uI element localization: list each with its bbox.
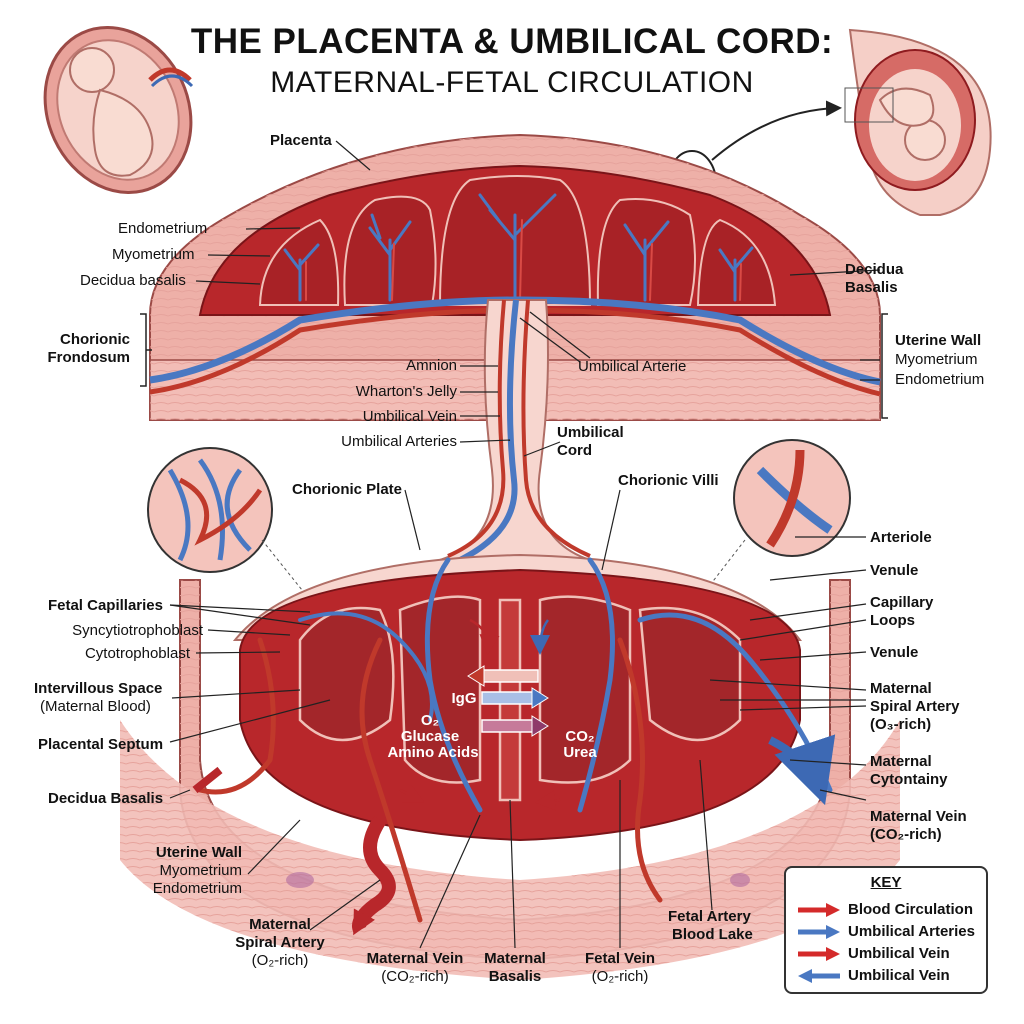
leader-lines xyxy=(169,140,881,949)
label-umbilical-arterie: Umbilical Arterie xyxy=(578,358,687,375)
label-chorionic-villi: Chorionic Villi xyxy=(618,472,719,489)
exchange-amino-acids: Amino Acids xyxy=(387,744,479,761)
label-syncytiotrophoblast: Syncytiotrophoblast xyxy=(72,622,203,639)
legend-item-umbilical-vein-blue: Umbilical Vein xyxy=(796,966,986,986)
label-fetal-artery-1: Fetal Artery xyxy=(668,908,751,925)
label-maternal-spiral-right-3: (O₃-rich) xyxy=(870,716,932,733)
diagram-title: THE PLACENTA & UMBILICAL CORD: xyxy=(190,22,834,61)
label-maternal-cyto-2: Cytontainy xyxy=(870,771,948,788)
label-umbilical-arteries: Umbilical Arteries xyxy=(341,433,457,450)
label-fetal-vein-1: Fetal Vein xyxy=(584,950,656,967)
label-endometrium: Endometrium xyxy=(118,220,208,237)
label-uterine-wall-left-2: Myometrium xyxy=(159,862,242,879)
label-fetal-artery-2: Blood Lake xyxy=(672,926,753,943)
label-maternal-spiral-right-1: Maternal xyxy=(870,680,932,697)
label-uterine-wall-left-1: Uterine Wall xyxy=(155,844,242,861)
label-chorionic-plate: Chorionic Plate xyxy=(292,481,403,498)
label-maternal-cyto-1: Maternal xyxy=(870,753,932,770)
pregnant-silhouette-inset-right xyxy=(844,28,992,216)
exchange-arrows xyxy=(467,665,549,737)
label-maternal-basalis-2: Basalis xyxy=(488,968,542,985)
label-whartons-jelly: Wharton's Jelly xyxy=(355,383,457,400)
label-umbilical-cord-2: Cord xyxy=(557,442,592,459)
exchange-urea: Urea xyxy=(563,744,597,761)
label-placenta: Placenta xyxy=(270,132,332,149)
label-myometrium: Myometrium xyxy=(112,246,195,263)
arrow-right-red-icon xyxy=(798,947,840,961)
lower-placenta-section xyxy=(120,553,900,980)
legend-title: KEY xyxy=(870,874,902,891)
upper-placenta-section xyxy=(140,133,888,421)
label-intervillous-space-1: Intervillous Space xyxy=(34,680,163,697)
label-amnion: Amnion xyxy=(406,357,457,374)
label-umbilical-cord-1: Umbilical xyxy=(557,424,624,441)
label-maternal-vein-right-2: (CO₂-rich) xyxy=(870,826,942,843)
label-venule-2: Venule xyxy=(870,644,919,661)
arrow-right-red-icon xyxy=(798,903,840,917)
legend-item-blood-circulation: Blood Circulation xyxy=(796,900,986,920)
diagram-subtitle: MATERNAL-FETAL CIRCULATION xyxy=(270,66,754,99)
label-maternal-vein-bottom-2: (CO₂-rich) xyxy=(381,968,449,985)
label-maternal-spiral-bottom-1: Maternal xyxy=(249,916,311,933)
label-fetal-vein-2: (O₂-rich) xyxy=(591,968,649,985)
label-decidua-basalis-left: Decidua basalis xyxy=(80,272,186,289)
label-decidua-basalis-low: Decidua Basalis xyxy=(48,790,164,807)
label-chorionic-frondosum-1: Chorionic xyxy=(60,331,130,348)
label-placental-septum: Placental Septum xyxy=(38,736,164,753)
label-capillary-loops-2: Loops xyxy=(870,612,915,629)
label-maternal-vein-right-1: Maternal Vein xyxy=(870,808,967,825)
magnified-arteriole-right xyxy=(709,439,851,586)
arrow-left-blue-icon xyxy=(798,969,840,983)
legend-item-umbilical-vein-red: Umbilical Vein xyxy=(796,944,986,964)
exchange-o2: O₂ xyxy=(420,712,440,729)
label-myometrium-right: Myometrium xyxy=(895,351,978,368)
fetus-in-uterus-inset-left xyxy=(43,25,194,195)
label-uterine-wall-right: Uterine Wall xyxy=(895,332,982,349)
exchange-glucose: Glucase xyxy=(400,728,460,745)
label-intervillous-space-2: (Maternal Blood) xyxy=(40,698,151,715)
label-cytotrophoblast: Cytotrophoblast xyxy=(84,645,190,662)
label-endometrium-right: Endometrium xyxy=(895,371,985,388)
label-chorionic-frondosum-2: Frondosum xyxy=(47,349,131,366)
exchange-co2: CO₂ xyxy=(565,728,595,745)
label-maternal-vein-bottom-1: Maternal Vein xyxy=(366,950,464,967)
label-maternal-basalis-1: Maternal xyxy=(484,950,546,967)
label-fetal-capillaries: Fetal Capillaries xyxy=(47,597,163,614)
arrow-right-blue-icon xyxy=(798,925,840,939)
label-maternal-spiral-bottom-3: (O₂-rich) xyxy=(251,952,309,969)
label-arteriole: Arteriole xyxy=(870,529,932,546)
magnified-capillary-left xyxy=(147,447,311,601)
label-venule-1: Venule xyxy=(870,562,919,579)
label-decidua-basalis-right-1: Decidua xyxy=(845,261,904,278)
label-maternal-spiral-right-2: Spiral Artery xyxy=(870,698,960,715)
label-umbilical-vein: Umbilical Vein xyxy=(362,408,457,425)
zoom-arrow xyxy=(711,100,842,161)
label-capillary-loops-1: Capillary xyxy=(870,594,934,611)
legend-key: KEY Blood Circulation Umbilical Arteries… xyxy=(784,866,988,994)
exchange-igg: IgG xyxy=(451,690,477,707)
label-uterine-wall-left-3: Endometrium xyxy=(152,880,242,897)
label-maternal-spiral-bottom-2: Spiral Artery xyxy=(235,934,325,951)
label-decidua-basalis-right-2: Basalis xyxy=(845,279,898,296)
legend-item-umbilical-arteries: Umbilical Arteries xyxy=(796,922,986,942)
